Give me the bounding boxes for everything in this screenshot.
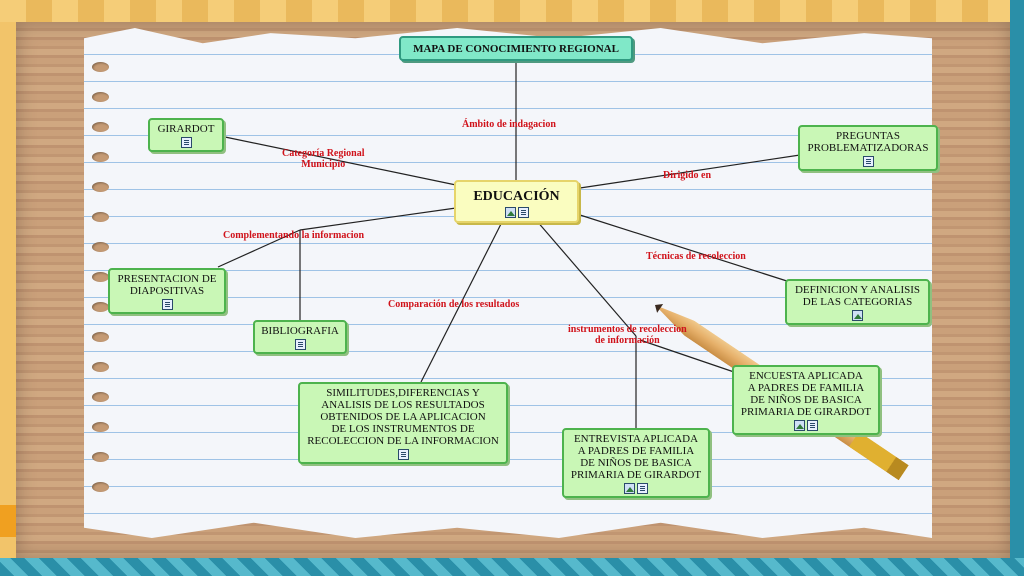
node-label: BIBLIOGRAFIA (261, 325, 339, 337)
decorative-top-border (0, 0, 1024, 22)
node-girardot[interactable]: GIRARDOT (148, 118, 224, 152)
decorative-bottom-border (0, 558, 1024, 576)
link-label-line: de información (594, 335, 660, 346)
connector (535, 219, 637, 337)
node-label: SIMILITUDES,DIFERENCIAS Y (326, 387, 480, 399)
node-definicion-categorias[interactable]: DEFINICION Y ANALISIS DE LAS CATEGORIAS (785, 279, 930, 325)
node-label: PRIMARIA DE GIRARDOT (570, 469, 702, 481)
link-label-comparacion: Comparación de los resultados (388, 299, 520, 310)
picture-icon[interactable] (794, 420, 805, 431)
picture-icon[interactable] (504, 207, 516, 218)
connector (299, 207, 457, 231)
binding-hole (92, 452, 109, 462)
binding-hole (92, 122, 109, 132)
link-label-line: Categoría Regional (282, 148, 365, 159)
binding-hole (92, 242, 109, 252)
node-presentacion-diapositivas[interactable]: PRESENTACION DE DIAPOSITIVAS (108, 268, 226, 314)
connector (579, 214, 791, 283)
note-icon[interactable] (637, 483, 648, 494)
binding-hole (92, 152, 109, 162)
node-label: PROBLEMATIZADORAS (807, 142, 929, 154)
binding-hole (92, 422, 109, 432)
node-label: ANALISIS DE LOS RESULTADOS (321, 399, 485, 411)
node-entrevista-aplicada[interactable]: ENTREVISTA APLICADA A PADRES DE FAMILIA … (562, 428, 710, 498)
node-preguntas-problematizadoras[interactable]: PREGUNTAS PROBLEMATIZADORAS (798, 125, 938, 171)
node-label: A PADRES DE FAMILIA (747, 382, 865, 394)
note-icon[interactable] (161, 299, 173, 310)
decorative-right-border (1010, 0, 1024, 576)
connector (639, 339, 735, 373)
binding-hole (92, 212, 109, 222)
node-label: PRESENTACION DE (117, 273, 217, 285)
node-label: ENTREVISTA APLICADA (573, 433, 699, 445)
binding-hole (92, 62, 109, 72)
link-label-dirigido: Dirigido en (663, 170, 712, 181)
binding-hole (92, 362, 109, 372)
binding-hole (92, 302, 109, 312)
binding-hole (92, 332, 109, 342)
header-node-label: MAPA DE CONOCIMIENTO REGIONAL (413, 43, 619, 55)
node-label: RECOLECCION DE LA INFORMACION (307, 435, 499, 447)
picture-icon[interactable] (852, 310, 863, 321)
note-icon[interactable] (294, 339, 306, 350)
node-label: OBTENIDOS DE LA APLICACION (320, 411, 486, 423)
connector (420, 219, 504, 383)
node-label: ENCUESTA APLICADA (749, 370, 863, 382)
binding-hole (92, 92, 109, 102)
node-label: GIRARDOT (157, 123, 215, 135)
note-icon[interactable] (807, 420, 818, 431)
center-node-educacion[interactable]: EDUCACIÓN (454, 180, 579, 223)
link-label-line: instrumentos de recoleccion (568, 324, 687, 335)
binding-hole (92, 272, 109, 282)
note-icon[interactable] (517, 207, 529, 218)
center-node-label: EDUCACIÓN (473, 189, 560, 204)
note-icon[interactable] (862, 156, 874, 167)
node-label: DE NIÑOS DE BASICA (580, 457, 692, 469)
node-label: DE LOS INSTRUMENTOS DE (331, 423, 475, 435)
binding-hole (92, 392, 109, 402)
link-label-line: Municipio (301, 159, 346, 170)
orange-accent (0, 505, 16, 537)
connector (224, 136, 457, 186)
node-similitudes-diferencias[interactable]: SIMILITUDES,DIFERENCIAS Y ANALISIS DE LO… (298, 382, 508, 464)
link-label-categoria: Categoría Regional Municipio (282, 148, 365, 170)
binding-hole (92, 182, 109, 192)
node-label: PRIMARIA DE GIRARDOT (740, 406, 872, 418)
node-label: DEFINICION Y ANALISIS (794, 284, 921, 296)
node-label: DE LAS CATEGORIAS (802, 296, 913, 308)
node-encuesta-aplicada[interactable]: ENCUESTA APLICADA A PADRES DE FAMILIA DE… (732, 365, 880, 435)
picture-icon[interactable] (624, 483, 635, 494)
node-label: DE NIÑOS DE BASICA (750, 394, 862, 406)
node-bibliografia[interactable]: BIBLIOGRAFIA (253, 320, 347, 354)
connector (579, 154, 801, 189)
link-label-ambito: Ámbito de indagacion (462, 119, 556, 130)
node-label: A PADRES DE FAMILIA (577, 445, 695, 457)
node-label: PREGUNTAS (836, 130, 900, 142)
connector (217, 229, 301, 268)
binding-hole (92, 482, 109, 492)
header-node[interactable]: MAPA DE CONOCIMIENTO REGIONAL (399, 36, 633, 61)
link-label-complementando: Complementando la informacion (223, 230, 365, 241)
link-label-instrumentos: instrumentos de recoleccion de informaci… (568, 324, 687, 346)
link-label-tecnicas: Técnicas de recoleccion (646, 251, 746, 262)
note-icon[interactable] (397, 449, 409, 460)
note-icon[interactable] (180, 137, 192, 148)
node-label: DIAPOSITIVAS (129, 285, 205, 297)
